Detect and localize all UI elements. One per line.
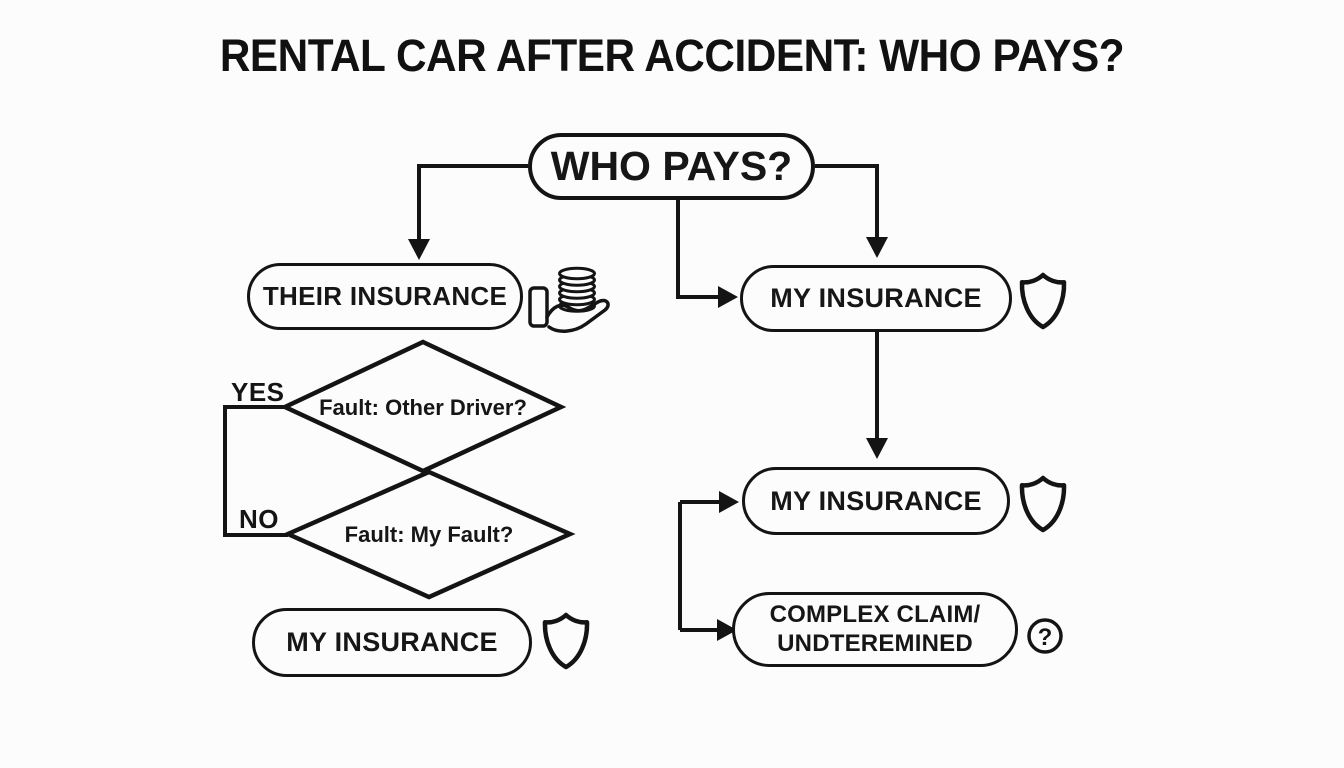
decision-fault-my-fault-label: Fault: My Fault? bbox=[344, 522, 514, 547]
arrowhead-right-complex-claim bbox=[717, 619, 737, 641]
node-complex-claim: COMPLEX CLAIM/ UNDTEREMINED bbox=[732, 592, 1018, 667]
node-their-insurance-label: THEIR INSURANCE bbox=[262, 281, 508, 311]
arrowhead-right-my-insurance-top bbox=[718, 286, 738, 308]
page-title: RENTAL CAR AFTER ACCIDENT: WHO PAYS? bbox=[219, 30, 1125, 81]
node-who-pays-label: WHO PAYS? bbox=[550, 143, 793, 189]
diamond-fault-my-fault bbox=[282, 469, 576, 600]
node-who-pays: WHO PAYS? bbox=[528, 133, 815, 200]
arrowhead-down-my-insurance-top bbox=[866, 237, 888, 258]
node-my-insurance-label: MY INSURANCE bbox=[770, 283, 982, 313]
arrowheads bbox=[408, 237, 888, 641]
shield-icon bbox=[1019, 272, 1067, 330]
diamond-fault-other-driver bbox=[279, 339, 567, 474]
node-my-insurance-label: MY INSURANCE bbox=[286, 627, 498, 657]
question-circle-icon: ? bbox=[1027, 618, 1063, 654]
node-complex-claim-label-line1: COMPLEX CLAIM/ bbox=[769, 600, 981, 628]
shield-icon bbox=[1019, 475, 1067, 533]
decision-diamonds bbox=[279, 339, 576, 600]
question-mark-glyph: ? bbox=[1038, 624, 1053, 651]
decision-fault-other-driver-label: Fault: Other Driver? bbox=[319, 395, 527, 420]
hand-coins-icon bbox=[528, 266, 610, 333]
edge-bracket-to-outcomes bbox=[678, 500, 721, 632]
arrowhead-down-their-insurance bbox=[408, 239, 430, 260]
edge-whopays-side-to-my-insurance-top bbox=[676, 200, 719, 299]
shield-icon bbox=[542, 612, 590, 670]
arrowhead-down-my-insurance-mid bbox=[866, 438, 888, 459]
node-my-insurance-label: MY INSURANCE bbox=[770, 485, 982, 516]
edge-label-yes: YES bbox=[231, 377, 285, 407]
edge-whopays-to-my-insurance-top bbox=[815, 164, 879, 239]
node-my-insurance-top-right: MY INSURANCE bbox=[740, 265, 1012, 332]
node-my-insurance-bottom-left: MY INSURANCE bbox=[252, 608, 532, 677]
arrowhead-right-my-insurance-mid bbox=[719, 491, 739, 513]
connector-lines bbox=[223, 164, 879, 632]
edge-whopays-to-their-insurance bbox=[417, 164, 528, 241]
node-complex-claim-label-line2: UNDTEREMINED bbox=[777, 629, 973, 657]
edge-label-no: NO bbox=[239, 504, 279, 534]
node-my-insurance-mid-right: MY INSURANCE bbox=[742, 467, 1010, 535]
edge-yes-no-loop bbox=[223, 405, 288, 537]
node-their-insurance: THEIR INSURANCE bbox=[247, 263, 523, 330]
